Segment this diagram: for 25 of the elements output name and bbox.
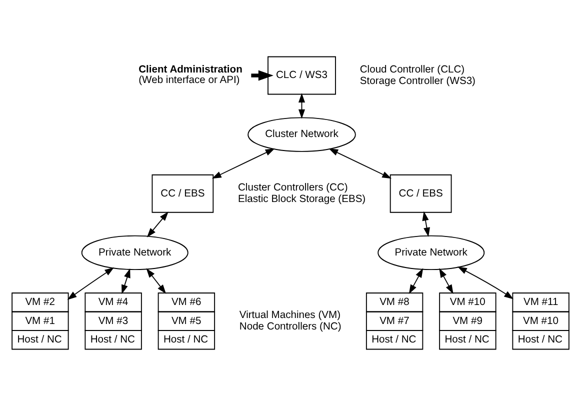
- label: Cluster Controllers (CC): [238, 182, 348, 194]
- label: Virtual Machines (VM): [239, 310, 340, 321]
- arrow: [212, 148, 275, 178]
- arrow: [328, 148, 392, 178]
- node-ellipse: Private Network: [81, 234, 188, 270]
- arrow: [439, 268, 454, 294]
- arrow: [146, 268, 166, 294]
- arrow: [67, 266, 114, 300]
- node-ellipse: Cluster Network: [248, 116, 356, 152]
- node-label: Cloud Controller (CLC): [360, 64, 465, 75]
- arrow: [422, 210, 430, 236]
- label: Elastic Block Storage (EBS): [238, 193, 366, 204]
- arrow: [458, 266, 514, 299]
- node-ellipse: Private Network: [378, 234, 485, 270]
- node-label: Storage Controller (WS3): [360, 75, 476, 86]
- arrow: [298, 92, 306, 118]
- label: Node Controllers (NC): [239, 320, 342, 332]
- node-box: CLC / WS3: [268, 56, 336, 94]
- arrow: [251, 70, 274, 80]
- arrow: [146, 211, 168, 237]
- arrow: [122, 268, 130, 294]
- arrow: [408, 268, 424, 294]
- node-text: Client Administration (Web interface or API): [138, 64, 242, 86]
- node-box: CC / EBS: [390, 174, 452, 212]
- node-box: CC / EBS: [152, 174, 214, 212]
